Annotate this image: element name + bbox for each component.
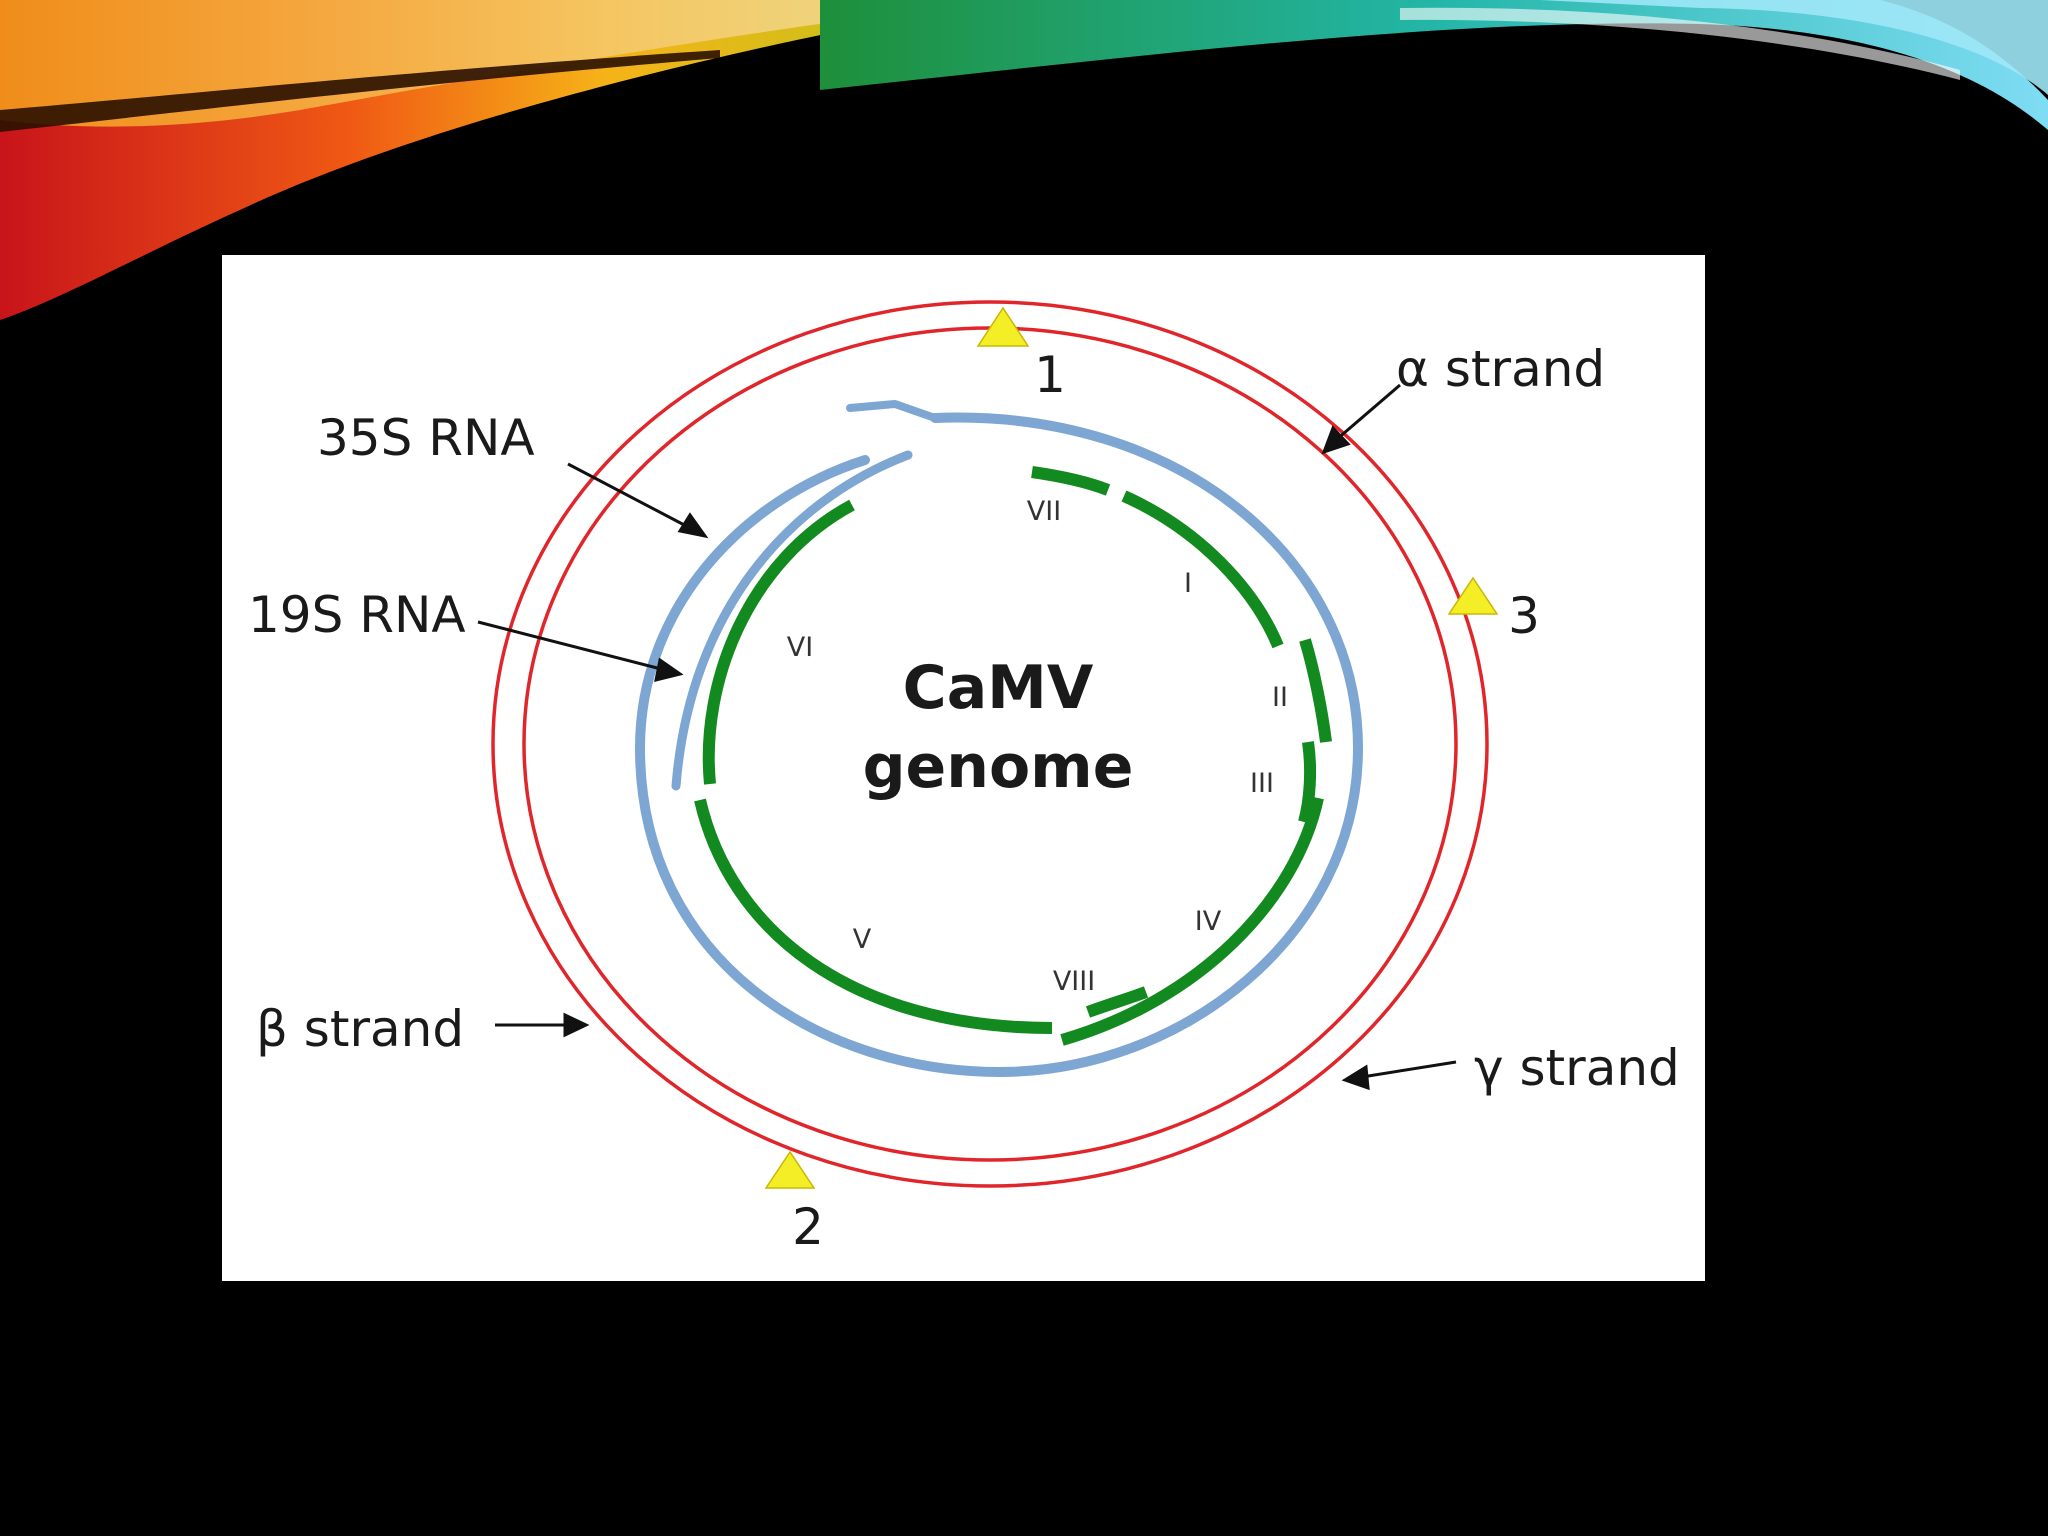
label-19s-rna: 19S RNA xyxy=(248,586,466,644)
header-swoosh xyxy=(0,0,2048,320)
rna-35s-arc xyxy=(634,412,1364,1078)
arrow-35s xyxy=(567,462,691,530)
site-3-label: 3 xyxy=(1508,587,1540,645)
orf-label-v: V xyxy=(853,924,872,955)
site-markers xyxy=(764,306,1499,1189)
orf-segments xyxy=(694,466,1332,1046)
label-beta-strand: β strand xyxy=(256,1000,464,1058)
arrow-gamma xyxy=(1361,1060,1457,1079)
site-1-marker xyxy=(976,306,1030,347)
site-2-marker xyxy=(764,1150,816,1189)
orf-vii xyxy=(1031,466,1111,496)
label-alpha-strand: α strand xyxy=(1396,340,1605,398)
genome-title-line2: genome xyxy=(863,732,1134,802)
orf-label-iii: III xyxy=(1250,768,1274,799)
outer-strand-ring xyxy=(491,300,1489,1188)
rna-19s-arc xyxy=(671,450,913,791)
orf-label-vi: VI xyxy=(787,632,813,663)
site-3-marker xyxy=(1447,576,1499,615)
orf-i xyxy=(1121,490,1284,649)
figure-panel xyxy=(222,255,1705,1281)
site-2-label: 2 xyxy=(792,1198,824,1256)
orf-label-ii: II xyxy=(1272,682,1288,713)
arrow-19s xyxy=(477,620,666,672)
orf-v xyxy=(694,798,1053,1034)
genome-title-line1: CaMV xyxy=(903,653,1094,723)
orf-label-iv: IV xyxy=(1195,906,1222,937)
orf-viii xyxy=(1085,986,1149,1018)
rna-transcripts xyxy=(634,400,1364,1078)
orf-label-viii: VIII xyxy=(1053,966,1095,997)
rna-35s-overhang xyxy=(846,400,939,422)
pointer-arrows xyxy=(477,383,1457,1091)
orf-iv xyxy=(1060,796,1324,1046)
orf-vi xyxy=(702,499,855,785)
orf-iii xyxy=(1298,741,1317,824)
arrow-alpha xyxy=(1335,383,1401,442)
orf-ii xyxy=(1299,638,1332,743)
orf-label-vii: VII xyxy=(1027,496,1061,527)
orf-label-i: I xyxy=(1184,568,1192,599)
site-1-label: 1 xyxy=(1034,346,1066,404)
label-gamma-strand: γ strand xyxy=(1474,1039,1680,1097)
label-35s-rna: 35S RNA xyxy=(317,409,535,467)
